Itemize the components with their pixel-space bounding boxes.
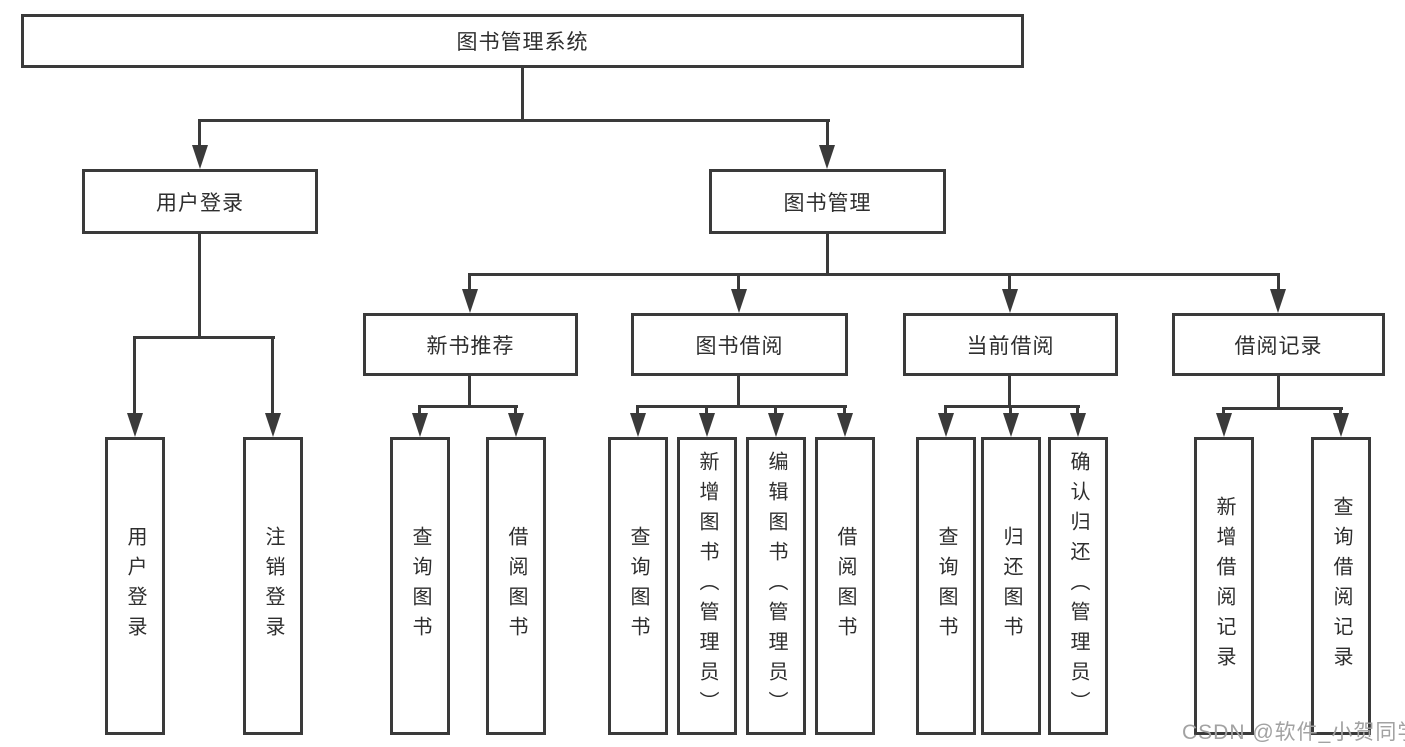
connector-line [521,68,524,119]
connector-line [1076,405,1079,413]
node-library-management-system: 图书管理系统 [21,14,1024,68]
connector-line [1277,273,1280,289]
arrow-down-icon [837,413,853,437]
connector-line [944,405,1080,408]
connector-line [198,119,830,122]
leaf-borrowing-query-books: 查询图书 [608,437,668,735]
arrow-down-icon [819,145,835,169]
connector-line [843,405,846,413]
connector-line [1277,376,1280,407]
arrow-down-icon [462,289,478,313]
connector-line [1009,405,1012,413]
arrow-down-icon [412,413,428,437]
connector-line [1008,273,1011,289]
connector-line [1339,407,1342,413]
node-book-borrowing: 图书借阅 [631,313,848,376]
connector-line [133,336,136,413]
connector-line [271,336,274,413]
node-book-management: 图书管理 [709,169,946,234]
arrow-down-icon [731,289,747,313]
connector-line [636,405,847,408]
arrow-down-icon [1270,289,1286,313]
arrow-down-icon [1216,413,1232,437]
watermark: CSDN @软件_小贺同学 [1182,721,1405,744]
leaf-user-login: 用户登录 [105,437,165,735]
connector-line [1008,376,1011,405]
connector-line [705,405,708,413]
connector-line [1222,407,1343,410]
leaf-borrowing-borrow-books: 借阅图书 [815,437,875,735]
arrow-down-icon [1070,413,1086,437]
leaf-logout: 注销登录 [243,437,303,735]
connector-line [418,405,518,408]
arrow-down-icon [1003,413,1019,437]
connector-line [944,405,947,413]
connector-line [468,273,1280,276]
arrow-down-icon [768,413,784,437]
leaf-borrowing-edit-books-admin: 编辑图书（管理员） [746,437,806,735]
arrow-down-icon [699,413,715,437]
connector-line [198,119,201,145]
connector-line [826,119,829,145]
arrow-down-icon [938,413,954,437]
leaf-current-return-books: 归还图书 [981,437,1041,735]
connector-line [198,234,201,336]
arrow-down-icon [192,145,208,169]
node-new-book-recommend: 新书推荐 [363,313,578,376]
connector-line [418,405,421,413]
arrow-down-icon [127,413,143,437]
leaf-recommend-borrow-books: 借阅图书 [486,437,546,735]
leaf-borrowing-add-books-admin: 新增图书（管理员） [677,437,737,735]
arrow-down-icon [1333,413,1349,437]
connector-line [737,376,740,405]
connector-line [826,234,829,273]
node-user-login: 用户登录 [82,169,318,234]
leaf-records-add-borrow-record: 新增借阅记录 [1194,437,1254,735]
connector-line [737,273,740,289]
connector-line [636,405,639,413]
leaf-recommend-query-books: 查询图书 [390,437,450,735]
arrow-down-icon [630,413,646,437]
connector-line [1222,407,1225,413]
leaf-current-query-books: 查询图书 [916,437,976,735]
connector-line [133,336,275,339]
arrow-down-icon [508,413,524,437]
node-current-borrowing: 当前借阅 [903,313,1118,376]
connector-line [774,405,777,413]
leaf-records-query-borrow-record: 查询借阅记录 [1311,437,1371,735]
connector-line [468,376,471,405]
connector-line [468,273,471,289]
leaf-current-confirm-return-admin: 确认归还（管理员） [1048,437,1108,735]
arrow-down-icon [1002,289,1018,313]
connector-line [514,405,517,413]
arrow-down-icon [265,413,281,437]
node-borrow-records: 借阅记录 [1172,313,1385,376]
